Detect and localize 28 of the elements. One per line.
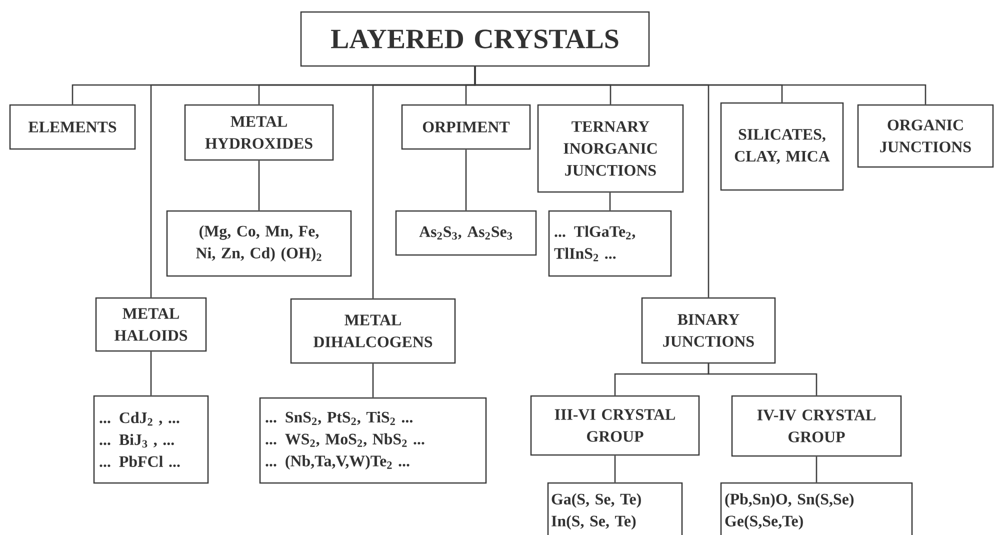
compound-box: ... CdJ$_{2}$ , ... ... BiJ$_{3}$ , ... ... PbFCl ...: [93, 395, 209, 484]
compound-box: As$_{2}$S$_{3}$, As$_{2}$Se$_{3}$: [395, 210, 537, 256]
category-box: ORPIMENT: [401, 104, 531, 150]
category-box: SILICATES, CLAY, MICA: [720, 102, 844, 191]
connector-line: [258, 160, 260, 210]
connector-line: [816, 456, 818, 482]
compound-box: Ga(S, Se, Te) In(S, Se, Te): [547, 482, 683, 535]
compound-box: (Mg, Co, Mn, Fe, Ni, Zn, Cd) (OH)$_{2}$: [166, 210, 352, 277]
connector-line: [474, 66, 926, 104]
category-box: BINARY JUNCTIONS: [641, 297, 776, 364]
category-box: METAL HYDROXIDES: [184, 104, 334, 161]
connector-line: [465, 150, 467, 210]
connector-line: [372, 364, 374, 398]
compound-box: (Pb,Sn)O, Sn(S,Se) Ge(S,Se,Te): [720, 482, 913, 535]
compound-box: ... TlGaTe$_{2}$, TlInS$_{2}$ ...: [548, 210, 672, 277]
category-box: METAL HALOIDS: [95, 297, 207, 352]
connector-line: [708, 364, 818, 396]
category-box: IV-IV CRYSTAL GROUP: [731, 395, 902, 457]
category-box: ORGANIC JUNCTIONS: [857, 104, 994, 168]
title-box: LAYERED CRYSTALS: [300, 11, 650, 67]
category-box: III-VI CRYSTAL GROUP: [530, 395, 700, 456]
connector-line: [150, 352, 152, 396]
connector-line: [614, 456, 616, 482]
category-box: METAL DIHALCOGENS: [290, 298, 456, 364]
compound-box: ... SnS$_{2}$, PtS$_{2}$, TiS$_{2}$ ... ... WS$_{2}$, MoS$_{2}$, NbS$_{2}$ ... ... (Nb,Ta,V,W)Te$_{2}$ ...: [259, 397, 487, 484]
connector-line: [609, 192, 611, 210]
category-box: TERNARY INORGANIC JUNCTIONS: [537, 104, 684, 193]
category-box: ELEMENTS: [9, 104, 136, 150]
